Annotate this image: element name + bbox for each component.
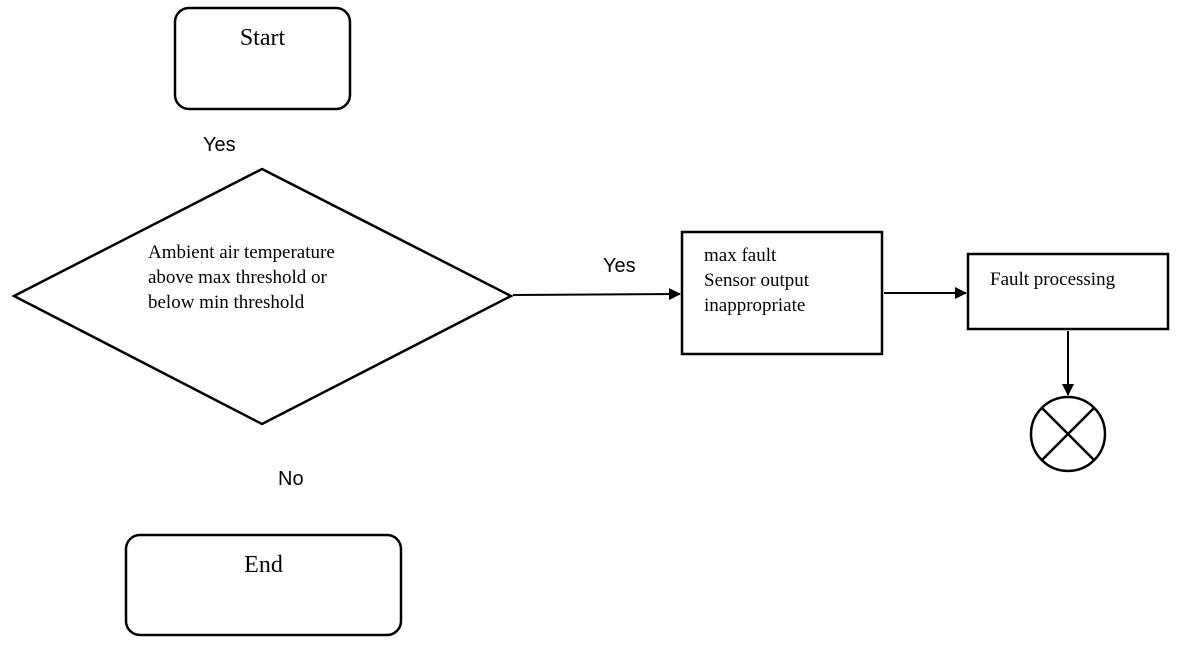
fault-line-2: Sensor output xyxy=(704,270,810,291)
decision-diamond xyxy=(11,167,514,426)
decision-line-1: Ambient air temperature xyxy=(148,242,335,263)
fault-line-1: max fault xyxy=(704,245,777,266)
edge-label-decision-no: No xyxy=(278,468,304,490)
start-terminal xyxy=(173,6,352,111)
end-terminal xyxy=(124,533,403,637)
fault-box xyxy=(680,230,884,356)
processing-box xyxy=(966,252,1170,331)
edge-label-start-yes: Yes xyxy=(203,134,236,156)
start-label: Start xyxy=(239,25,286,51)
decision-line-3: below min threshold xyxy=(148,292,305,313)
terminator-x-icon xyxy=(1029,395,1107,473)
decision-label: Ambient air temperature above max thresh… xyxy=(148,240,335,315)
arrow-decision-to-fault xyxy=(512,288,681,301)
processing-label: Fault processing xyxy=(990,269,1116,290)
fault-box-label: max fault Sensor output inappropriate xyxy=(704,243,809,318)
fault-line-3: inappropriate xyxy=(704,295,806,316)
end-label: End xyxy=(244,552,283,578)
decision-line-2: above max threshold or xyxy=(148,267,327,288)
edge-label-decision-yes: Yes xyxy=(603,255,636,277)
